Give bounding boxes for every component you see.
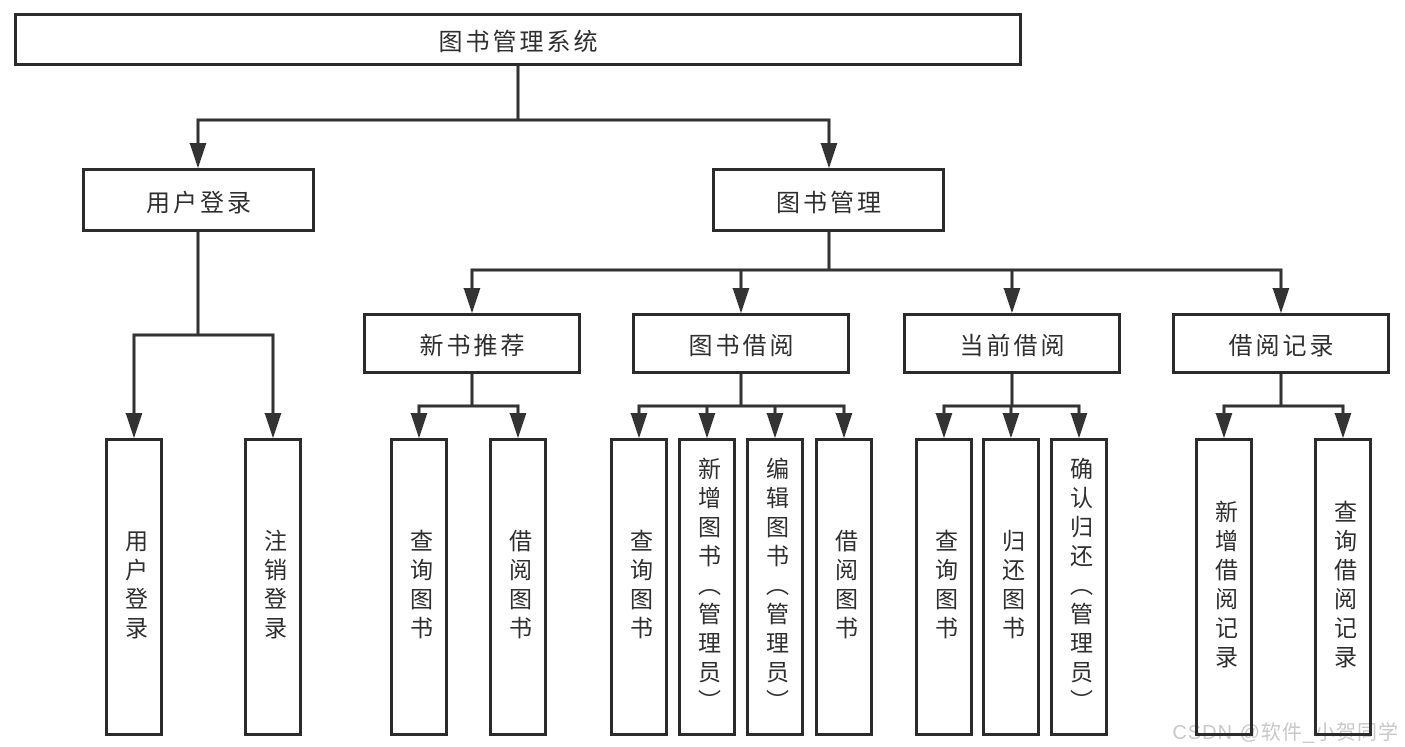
node-label: 图书管理 [776, 189, 884, 217]
arrow-down-icon [410, 413, 428, 438]
arrow-down-icon [820, 143, 838, 168]
connector-book-borrowing-to-leaves [630, 372, 853, 438]
watermark: CSDN @软件_小贺同学 [1172, 722, 1399, 744]
arrow-down-icon [1003, 288, 1021, 313]
leaf-logout-login: 注销登录 [244, 438, 302, 736]
node-label: 查询图书 [406, 529, 433, 645]
node-label: 借阅记录 [1228, 333, 1337, 360]
connector-new-book-recommendation-to-leaves [410, 372, 527, 438]
arrow-down-icon [835, 413, 853, 438]
node-user-login: 用户登录 [82, 168, 315, 232]
node-label: 新增图书（管理员） [694, 456, 721, 718]
node-library-system: 图书管理系统 [14, 13, 1022, 66]
arrow-down-icon [732, 288, 750, 313]
leaf-confirm-return-admin: 确认归还（管理员） [1050, 438, 1108, 736]
node-label: 确认归还（管理员） [1066, 456, 1093, 718]
arrow-down-icon [1215, 413, 1233, 438]
leaf-return-books: 归还图书 [982, 438, 1040, 736]
node-label: 查询图书 [626, 529, 653, 645]
leaf-query-books-borrowing: 查询图书 [610, 438, 668, 736]
arrow-down-icon [698, 413, 716, 438]
node-label: 查询借阅记录 [1330, 500, 1357, 674]
leaf-add-books-admin: 新增图书（管理员） [678, 438, 736, 736]
arrow-down-icon [509, 413, 527, 438]
node-book-borrowing: 图书借阅 [632, 313, 850, 374]
leaf-borrow-books-borrowing: 借阅图书 [815, 438, 873, 736]
arrow-down-icon [264, 413, 282, 438]
node-new-book-recommendation: 新书推荐 [363, 313, 581, 374]
node-label: 借阅图书 [831, 529, 858, 645]
arrow-down-icon [189, 143, 207, 168]
arrow-down-icon [125, 413, 143, 438]
arrow-down-icon [630, 413, 648, 438]
node-label: 用户登录 [146, 189, 254, 217]
leaf-user-login: 用户登录 [105, 438, 163, 736]
leaf-query-borrow-record: 查询借阅记录 [1314, 438, 1372, 736]
connector-user-login-to-leaves [125, 232, 282, 438]
leaf-borrow-books-recommend: 借阅图书 [489, 438, 547, 736]
arrow-down-icon [463, 288, 481, 313]
arrow-down-icon [766, 413, 784, 438]
connector-current-borrowing-to-leaves [935, 372, 1088, 438]
leaf-query-books-recommend: 查询图书 [390, 438, 448, 736]
node-label: 图书借阅 [688, 333, 797, 360]
connector-book-management-to-level3 [463, 232, 1290, 313]
node-label: 图书管理系统 [438, 29, 601, 56]
node-label: 归还图书 [998, 529, 1025, 645]
leaf-edit-books-admin: 编辑图书（管理员） [746, 438, 804, 736]
arrow-down-icon [1002, 413, 1020, 438]
node-book-management: 图书管理 [712, 168, 945, 232]
connector-root-to-level2 [189, 64, 838, 168]
node-current-borrowing: 当前借阅 [903, 313, 1121, 374]
arrow-down-icon [935, 413, 953, 438]
leaf-add-borrow-record: 新增借阅记录 [1195, 438, 1253, 736]
node-label: 新增借阅记录 [1211, 500, 1238, 674]
node-label: 借阅图书 [505, 529, 532, 645]
node-label: 编辑图书（管理员） [762, 456, 789, 718]
node-label: 查询图书 [931, 529, 958, 645]
node-borrowing-records: 借阅记录 [1172, 313, 1390, 374]
arrow-down-icon [1272, 288, 1290, 313]
arrow-down-icon [1070, 413, 1088, 438]
node-label: 注销登录 [260, 529, 287, 645]
node-label: 新书推荐 [419, 333, 528, 360]
node-label: 当前借阅 [959, 333, 1068, 360]
node-label: 用户登录 [121, 529, 148, 645]
leaf-query-books-current: 查询图书 [915, 438, 973, 736]
arrow-down-icon [1334, 413, 1352, 438]
connector-borrowing-records-to-leaves [1215, 372, 1352, 438]
